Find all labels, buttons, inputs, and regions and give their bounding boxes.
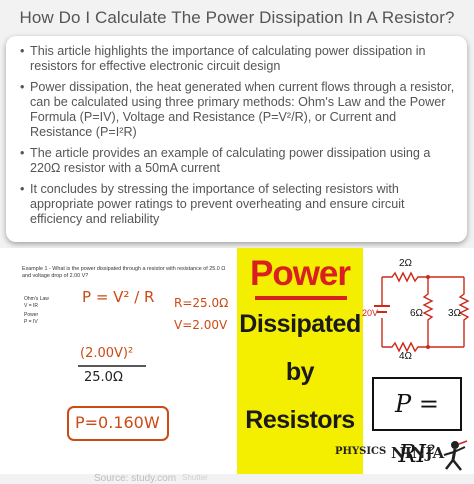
ohms-law-label: Ohm's Law bbox=[24, 296, 49, 302]
bullet-icon: • bbox=[20, 80, 25, 94]
handwritten-numerator: (2.00V)² bbox=[80, 346, 134, 361]
summary-point: • Power dissipation, the heat generated w… bbox=[20, 80, 459, 140]
summary-list: • This article highlights the importance … bbox=[6, 36, 467, 227]
ohms-law-equation: V = IR bbox=[24, 303, 39, 309]
handwritten-formula: P = V² / R bbox=[82, 288, 155, 306]
summary-point-text: It concludes by stressing the importance… bbox=[30, 182, 405, 226]
bullet-icon: • bbox=[20, 44, 25, 58]
handwritten-answer: P=0.160W bbox=[75, 413, 160, 432]
image-source-credit: Source: study.com bbox=[94, 473, 177, 484]
illustration-area: Example 1 - What is the power dissipated… bbox=[0, 248, 474, 484]
resistor-circuit-diagram bbox=[374, 271, 470, 353]
power-dissipated-banner: Power Dissipated by Resistors bbox=[237, 248, 363, 474]
ninja-figure-icon bbox=[443, 440, 468, 471]
circuit-label-middle: 6Ω bbox=[410, 308, 424, 319]
summary-point-text: The article provides an example of calcu… bbox=[30, 146, 431, 175]
circuit-label-top: 2Ω bbox=[399, 258, 413, 269]
worked-example-image: Example 1 - What is the power dissipated… bbox=[22, 266, 236, 484]
physics-ninja-logo: PHYSICS NINJA bbox=[335, 440, 471, 472]
summary-point: • It concludes by stressing the importanc… bbox=[20, 182, 459, 227]
banner-title: Power bbox=[249, 254, 351, 293]
logo-physics-text: PHYSICS bbox=[335, 446, 387, 457]
summary-point: • This article highlights the importance … bbox=[20, 44, 459, 74]
banner-line-dissipated: Dissipated bbox=[239, 310, 361, 338]
circuit-label-bottom: 4Ω bbox=[399, 351, 413, 362]
bullet-icon: • bbox=[20, 146, 25, 160]
handwritten-resistance: R=25.0Ω bbox=[174, 296, 229, 310]
circuit-label-source: 20V bbox=[362, 308, 379, 318]
banner-line-by: by bbox=[285, 358, 315, 386]
watermark-text: Shutter bbox=[182, 473, 208, 482]
summary-point-text: Power dissipation, the heat generated wh… bbox=[30, 80, 455, 139]
logo-ninja-text: NINJA bbox=[391, 444, 445, 462]
handwritten-voltage: V=2.00V bbox=[174, 318, 228, 332]
banner-underline bbox=[255, 296, 347, 300]
summary-point-text: This article highlights the importance o… bbox=[30, 44, 426, 73]
bullet-icon: • bbox=[20, 182, 25, 196]
page-title: How Do I Calculate The Power Dissipation… bbox=[19, 8, 455, 27]
example-question: Example 1 - What is the power dissipated… bbox=[22, 266, 226, 279]
banner-line-resistors: Resistors bbox=[245, 406, 355, 434]
summary-card: • This article highlights the importance … bbox=[6, 36, 467, 242]
fraction-line bbox=[78, 365, 146, 367]
power-equation: P = IV bbox=[24, 319, 38, 325]
summary-point: • The article provides an example of calc… bbox=[20, 146, 459, 176]
answer-box bbox=[67, 406, 169, 441]
circuit-label-right: 3Ω bbox=[448, 308, 462, 319]
handwritten-denominator: 25.0Ω bbox=[84, 370, 123, 385]
power-formula-box: P = RI² bbox=[372, 377, 462, 468]
power-label: Power bbox=[24, 312, 39, 318]
